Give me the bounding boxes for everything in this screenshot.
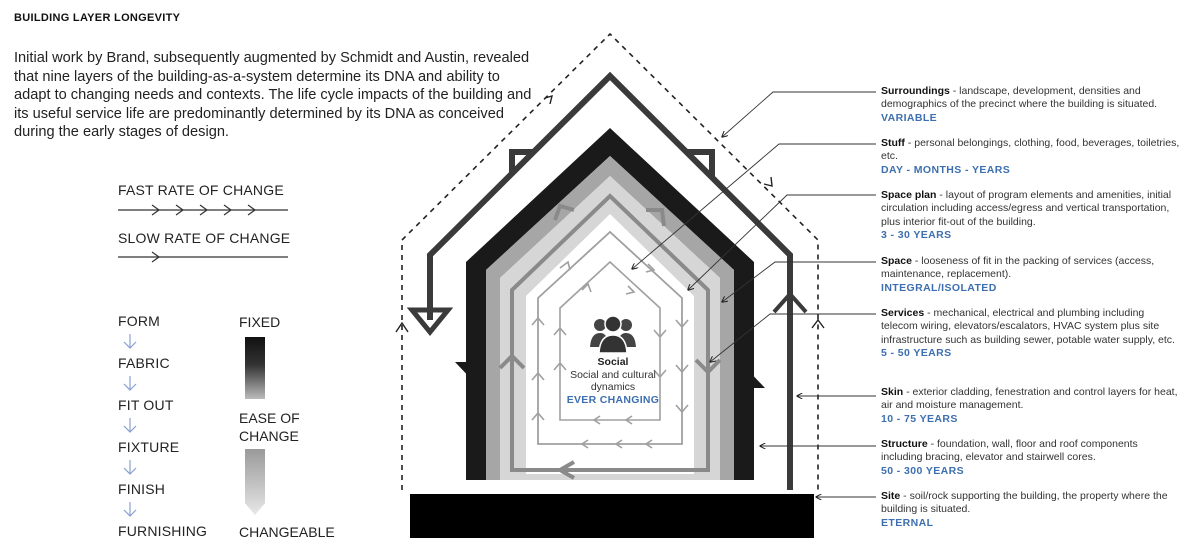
space-plan-arrow-icon (553, 203, 575, 221)
surroundings-arrow-icon (763, 176, 773, 187)
sequence-finish: FINISH (118, 481, 166, 497)
layer-surroundings: Surroundings - landscape, development, d… (881, 85, 1181, 125)
layer-desc: - soil/rock supporting the building, the… (881, 490, 1168, 516)
layer-span: DAY - MONTHS - YEARS (881, 163, 1011, 176)
space-plan-arrow-icon (555, 460, 575, 480)
space-plan-arrow-icon (498, 353, 526, 370)
layer-span: 3 - 30 YEARS (881, 229, 952, 242)
layer-services: Services - mechanical, electrical and pl… (881, 307, 1181, 361)
surroundings-outline (401, 32, 819, 490)
layer-skin: Skin - exterior cladding, fenestration a… (881, 386, 1181, 426)
layer-stuff: Stuff - personal belongings, clothing, f… (881, 137, 1181, 177)
sequence-arrow-icon (123, 418, 137, 433)
page-title: BUILDING LAYER LONGEVITY (14, 12, 181, 24)
stuff-loop (537, 230, 683, 445)
fixed-gradient-bar (245, 337, 265, 399)
layer-name: Services (881, 307, 925, 319)
callout-stuff (632, 143, 876, 269)
sequence-arrow-icon (123, 502, 137, 517)
layer-desc: - looseness of fit in the packing of ser… (881, 255, 1155, 281)
sequence-furnishing: FURNISHING (118, 523, 208, 539)
layer-desc: - personal belongings, clothing, food, b… (881, 137, 1180, 163)
surroundings-arrow-icon (544, 94, 553, 105)
layer-span: INTEGRAL/ISOLATED (881, 281, 997, 294)
key-fixed-label: FIXED (239, 314, 281, 330)
layer-name: Structure (881, 438, 928, 450)
skin-arrow-icon (406, 307, 454, 336)
structure-band (466, 128, 754, 480)
layer-desc: - mechanical, electrical and plumbing in… (881, 307, 1175, 346)
layer-name: Space plan (881, 189, 937, 201)
layer-name: Stuff (881, 137, 905, 149)
layer-span: ETERNAL (881, 516, 934, 529)
space-plan-arrow-icon (694, 358, 722, 375)
layer-desc: - layout of program elements and ameniti… (881, 189, 1172, 228)
skin-arrow-icon (687, 149, 715, 176)
surroundings-arrow-icon (811, 318, 825, 329)
layer-desc: - foundation, wall, floor and roof compo… (881, 438, 1138, 464)
fast-rate-arrows (118, 204, 288, 216)
center-social: Social Social and cultural dynamics EVER… (560, 356, 666, 406)
layer-name: Surroundings (881, 85, 950, 97)
intro-paragraph: Initial work by Brand, subsequently augm… (14, 50, 532, 140)
layer-span: 10 - 75 YEARS (881, 412, 958, 425)
layer-desc: - landscape, development, densities and … (881, 85, 1158, 111)
layer-name: Skin (881, 386, 904, 398)
stuff-inner-loop (559, 260, 661, 421)
layer-site: Site - soil/rock supporting the building… (881, 490, 1181, 530)
sequence-fixture: FIXTURE (118, 439, 180, 455)
layer-space: Space - looseness of fit in the packing … (881, 255, 1181, 295)
space-plan-arrow-icon (646, 208, 666, 227)
layer-span: VARIABLE (881, 111, 938, 124)
sequence-fit-out: FIT OUT (118, 397, 174, 413)
layer-name: Space (881, 255, 912, 267)
social-group-icon (590, 315, 636, 354)
skin-arrow-icon (772, 290, 808, 314)
sequence-form: FORM (118, 313, 161, 329)
sequence-arrow-icon (123, 376, 137, 391)
surroundings-arrow-icon (395, 321, 409, 333)
layer-space-plan: Space plan - layout of program elements … (881, 189, 1181, 243)
center-span: EVER CHANGING (566, 393, 660, 406)
center-title: Social (597, 356, 629, 368)
slow-rate-arrow (118, 251, 288, 263)
callout-space-plan (688, 194, 876, 290)
key-ease-label: EASE OF CHANGE (239, 410, 300, 444)
sequence-fabric: FABRIC (118, 355, 170, 371)
site-slab (410, 494, 814, 538)
skin-outline (427, 71, 793, 490)
callout-surroundings (722, 91, 876, 137)
layer-structure: Structure - foundation, wall, floor and … (881, 438, 1181, 478)
sequence-arrow-icon (123, 334, 137, 349)
callout-space (722, 261, 876, 302)
skin-arrow-icon (509, 149, 533, 173)
slow-rate-label: SLOW RATE OF CHANGE (118, 230, 291, 246)
changeable-gradient-bar (245, 449, 265, 515)
center-desc: Social and cultural dynamics (570, 368, 656, 394)
layer-name: Site (881, 490, 901, 502)
layer-desc: - exterior cladding, fenestration and co… (881, 386, 1178, 412)
callout-services (710, 313, 876, 362)
layer-span: 50 - 300 YEARS (881, 464, 965, 477)
key-changeable-label: CHANGEABLE (239, 524, 335, 540)
fast-rate-label: FAST RATE OF CHANGE (118, 182, 284, 198)
space-plan-loop (510, 193, 710, 472)
sequence-arrow-icon (123, 460, 137, 475)
layer-span: 5 - 50 YEARS (881, 347, 952, 360)
